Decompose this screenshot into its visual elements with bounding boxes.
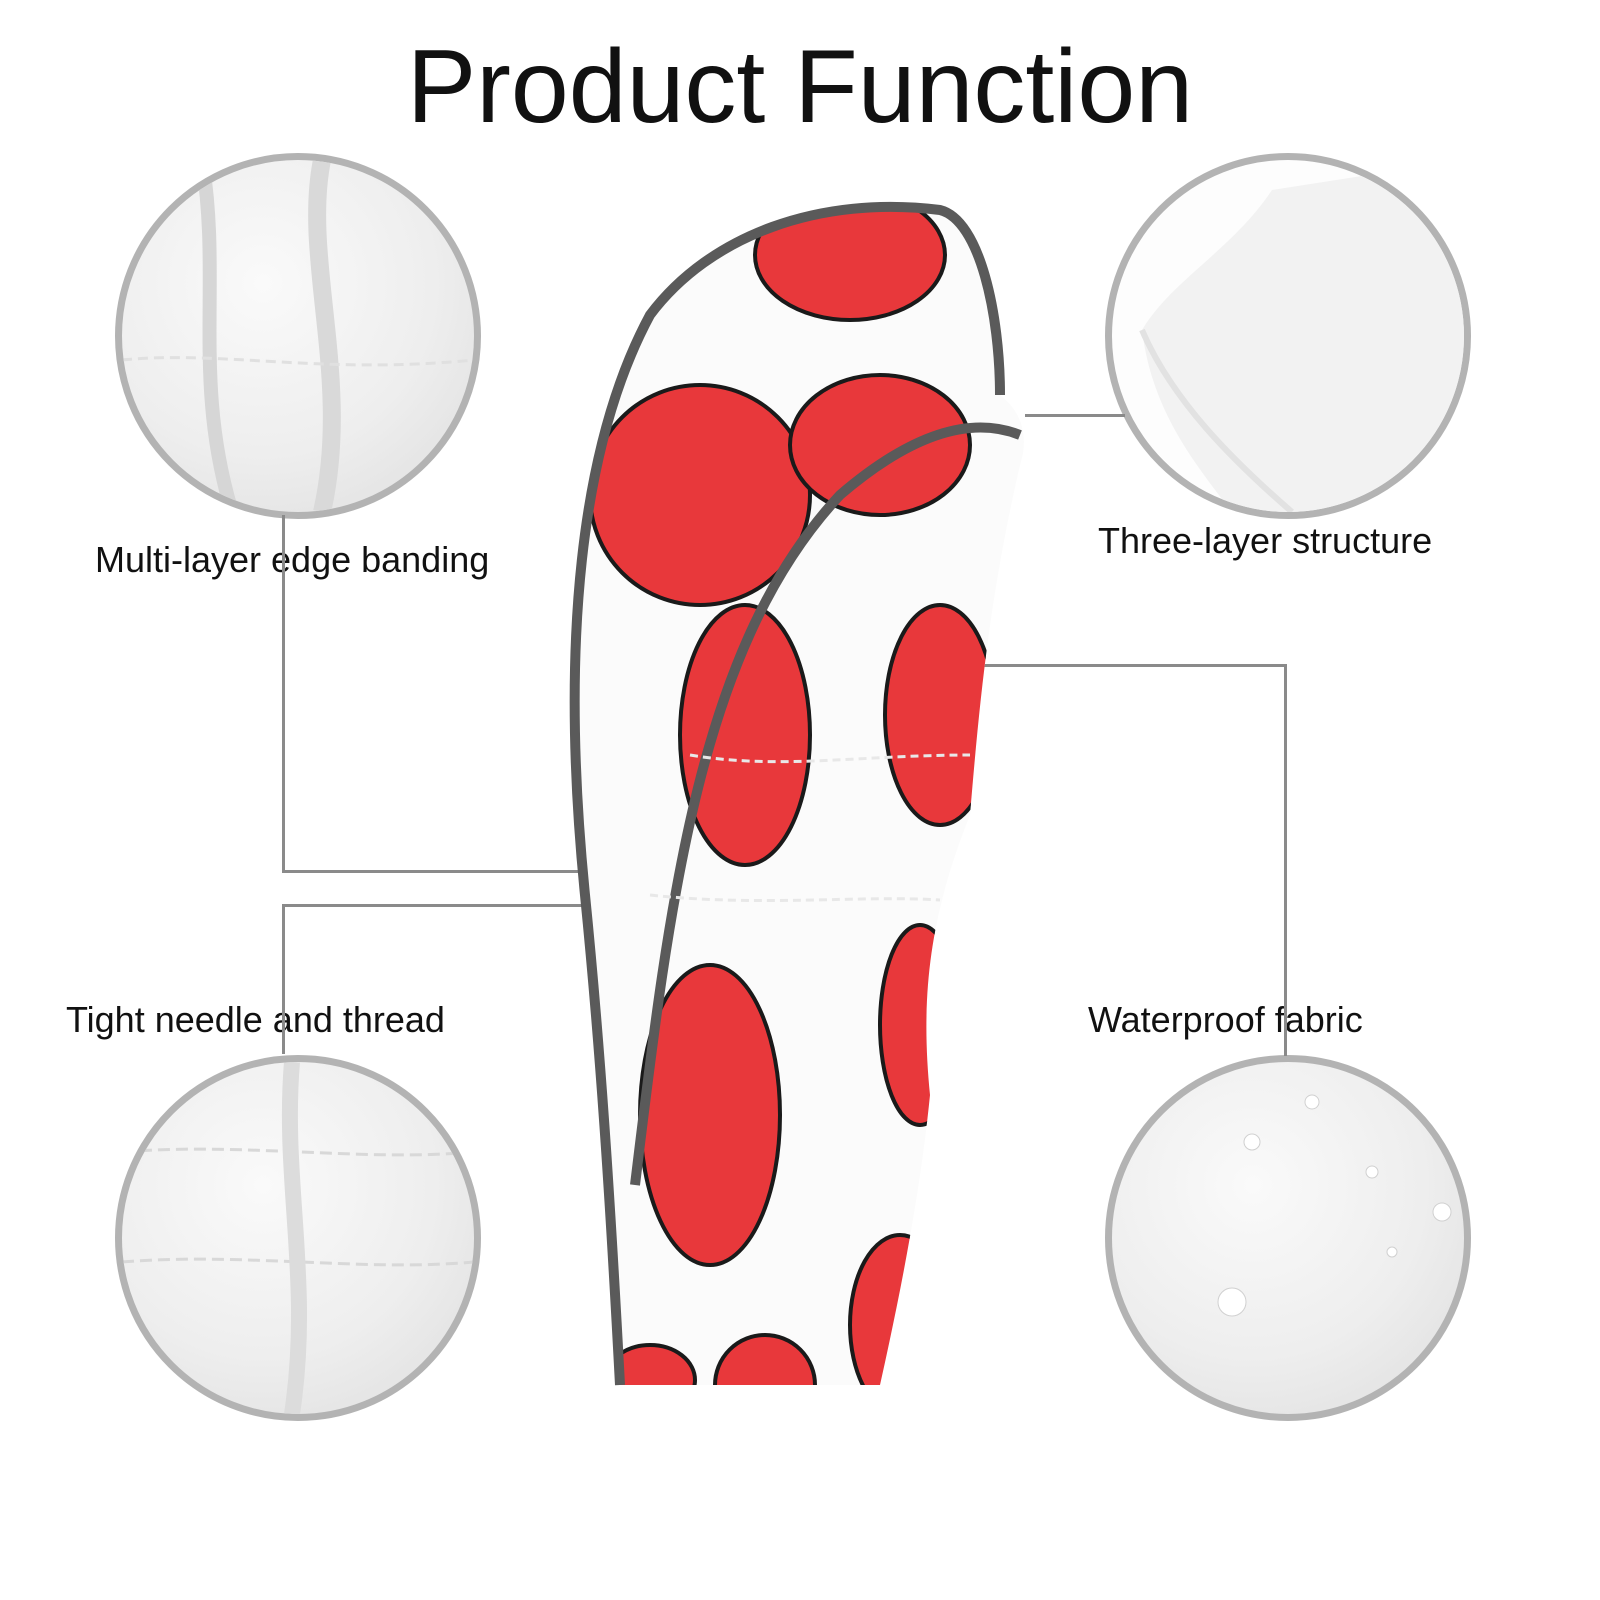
page-title: Product Function (406, 29, 1194, 145)
water-droplets-icon (1217, 1094, 1452, 1317)
feature-label-edge-banding: Multi-layer edge banding (95, 539, 490, 580)
leader-line (1025, 414, 1125, 417)
closeup-three-layer (1105, 153, 1471, 519)
layer-edge-icon (1139, 160, 1464, 512)
feature-label-three-layer: Three-layer structure (1098, 520, 1433, 561)
leader-line (282, 904, 285, 1054)
stitching-icon (122, 1062, 474, 1414)
leader-line (282, 870, 592, 873)
feature-label-waterproof: Waterproof fabric (1088, 999, 1363, 1040)
leader-line (1284, 664, 1287, 1056)
leader-line (282, 515, 285, 873)
leader-line (282, 904, 592, 907)
headcover-product-image (569, 201, 1024, 1386)
closeup-waterproof (1105, 1055, 1471, 1421)
feature-label-stitching: Tight needle and thread (66, 999, 445, 1040)
closeup-edge-banding (115, 153, 481, 519)
leader-line (970, 664, 1287, 667)
closeup-stitching (115, 1055, 481, 1421)
fabric-fold-icon (122, 160, 474, 512)
